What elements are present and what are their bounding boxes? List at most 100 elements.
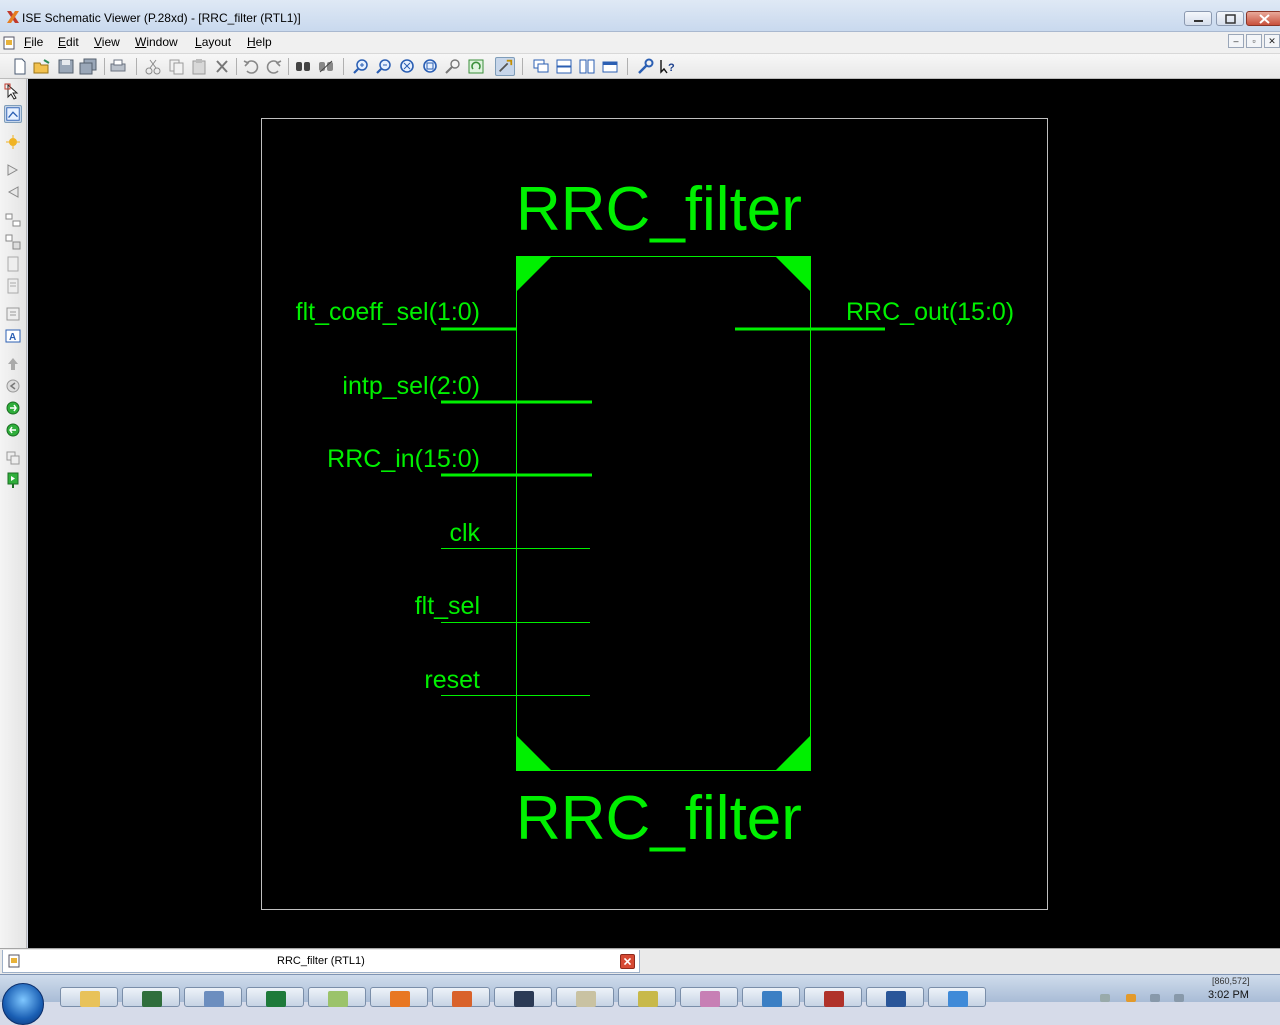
save-all-icon[interactable] — [78, 57, 98, 76]
schematic-canvas[interactable]: RRC_filter RRC_filter flt_coeff_sel(1:0)… — [28, 79, 1280, 948]
symbol-body[interactable] — [516, 256, 811, 771]
media-icon[interactable] — [804, 987, 862, 1007]
notepad-icon[interactable] — [556, 987, 614, 1007]
corner-marker — [516, 256, 552, 292]
toolbar-separator — [522, 58, 523, 75]
svg-text:?: ? — [668, 62, 675, 74]
tray-alert-icon[interactable] — [1126, 994, 1136, 1002]
taskbar-clock[interactable]: 3:02 PM — [1208, 989, 1249, 1001]
window-title: ISE Schematic Viewer (P.28xd) - [RRC_fil… — [22, 11, 301, 25]
schematic-sheet — [261, 118, 1048, 910]
zoom-to-icon[interactable] — [443, 57, 463, 76]
zoom-in-icon[interactable] — [351, 57, 371, 76]
expand-icon[interactable] — [4, 233, 22, 251]
menu-view[interactable]: View — [94, 35, 120, 49]
zoom-full-icon[interactable] — [397, 57, 417, 76]
tile-vertical-icon[interactable] — [577, 57, 597, 76]
excel-icon[interactable] — [246, 987, 304, 1007]
tab-rrc-filter[interactable]: RRC_filter (RTL1) — [2, 950, 640, 973]
float-icon[interactable] — [600, 57, 620, 76]
toolbar-separator — [343, 58, 344, 75]
copy-view-icon[interactable] — [4, 449, 22, 467]
toolbar-separator — [236, 58, 237, 75]
pin-label-clk: clk — [449, 519, 480, 547]
app-orange-icon[interactable] — [370, 987, 428, 1007]
forward-icon[interactable] — [4, 161, 22, 179]
previous-page-icon[interactable] — [4, 421, 22, 439]
xilinx-icon[interactable] — [618, 987, 676, 1007]
zoom-out-icon[interactable] — [374, 57, 394, 76]
title-bar: ISE Schematic Viewer (P.28xd) - [RRC_fil… — [0, 0, 1280, 32]
terminal-icon[interactable] — [494, 987, 552, 1007]
zoom-area-icon[interactable] — [4, 105, 22, 123]
text-icon[interactable]: A — [4, 327, 22, 345]
network-icon[interactable] — [742, 987, 800, 1007]
main-toolbar: ? — [0, 54, 1280, 79]
tile-horizontal-icon[interactable] — [554, 57, 574, 76]
chrome-icon[interactable] — [928, 987, 986, 1007]
app-window-icon[interactable] — [184, 987, 242, 1007]
taskbar — [0, 974, 1280, 1025]
close-button[interactable] — [1246, 11, 1280, 26]
tray-volume-icon[interactable] — [1150, 994, 1160, 1002]
tray-battery-icon[interactable] — [1174, 994, 1184, 1002]
mdi-close-button[interactable]: ✕ — [1264, 34, 1280, 48]
tray-network-icon[interactable] — [1100, 994, 1110, 1002]
menu-bar: File Edit View Window Layout Help — [0, 32, 1280, 54]
corner-marker — [516, 735, 552, 771]
pin-label-RRC_in: RRC_in(15:0) — [327, 445, 480, 473]
folder-icon[interactable] — [308, 987, 366, 1007]
maximize-button[interactable] — [1216, 11, 1244, 26]
toolbar-separator — [627, 58, 628, 75]
undo-icon[interactable] — [241, 57, 261, 76]
menu-window[interactable]: Window — [135, 35, 178, 49]
properties-icon[interactable] — [4, 305, 22, 323]
refresh-icon[interactable] — [466, 57, 486, 76]
close-icon[interactable] — [620, 954, 635, 969]
matlab-icon[interactable] — [432, 987, 490, 1007]
find-icon[interactable] — [293, 57, 313, 76]
cut-icon[interactable] — [143, 57, 163, 76]
delete-icon[interactable] — [212, 57, 232, 76]
next-page-icon[interactable] — [4, 399, 22, 417]
push-icon[interactable] — [4, 355, 22, 373]
schematic-drawing — [441, 256, 885, 771]
instance-name-bottom: RRC_filter — [516, 784, 802, 853]
file-explorer-icon[interactable] — [60, 987, 118, 1007]
cascade-icon[interactable] — [531, 57, 551, 76]
document-icon — [3, 36, 15, 50]
menu-file[interactable]: File — [24, 35, 44, 49]
minimize-button[interactable] — [1184, 11, 1212, 26]
word-icon[interactable] — [866, 987, 924, 1007]
save-icon[interactable] — [56, 57, 76, 76]
ise-icon[interactable] — [122, 987, 180, 1007]
open-icon[interactable] — [32, 57, 52, 76]
menu-help[interactable]: Help — [247, 35, 272, 49]
zoom-selection-icon[interactable] — [420, 57, 440, 76]
copy-icon[interactable] — [166, 57, 186, 76]
paste-icon[interactable] — [189, 57, 209, 76]
paint-icon[interactable] — [680, 987, 738, 1007]
highlight-icon[interactable] — [4, 133, 22, 151]
hierarchy-icon[interactable] — [4, 211, 22, 229]
find-next-icon[interactable] — [316, 57, 336, 76]
context-help-icon[interactable]: ? — [658, 57, 678, 76]
menu-edit[interactable]: Edit — [58, 35, 79, 49]
back-icon[interactable] — [4, 183, 22, 201]
page-icon[interactable] — [4, 255, 22, 273]
mdi-minimize-button[interactable]: – — [1228, 34, 1244, 48]
bookmark-icon[interactable] — [4, 471, 22, 489]
select-icon[interactable] — [4, 83, 22, 101]
mdi-restore-button[interactable]: ▫ — [1246, 34, 1262, 48]
page2-icon[interactable] — [4, 277, 22, 295]
print-icon[interactable] — [108, 57, 128, 76]
select-mode-icon[interactable] — [495, 57, 515, 76]
pin-label-intp_sel: intp_sel(2:0) — [342, 372, 480, 400]
minimize-icon — [1194, 20, 1203, 22]
new-icon[interactable] — [10, 57, 30, 76]
menu-layout[interactable]: Layout — [195, 35, 232, 49]
pop-back-icon[interactable] — [4, 377, 22, 395]
settings-icon[interactable] — [635, 57, 655, 76]
windows-start-icon[interactable] — [2, 983, 44, 1025]
redo-icon[interactable] — [264, 57, 284, 76]
